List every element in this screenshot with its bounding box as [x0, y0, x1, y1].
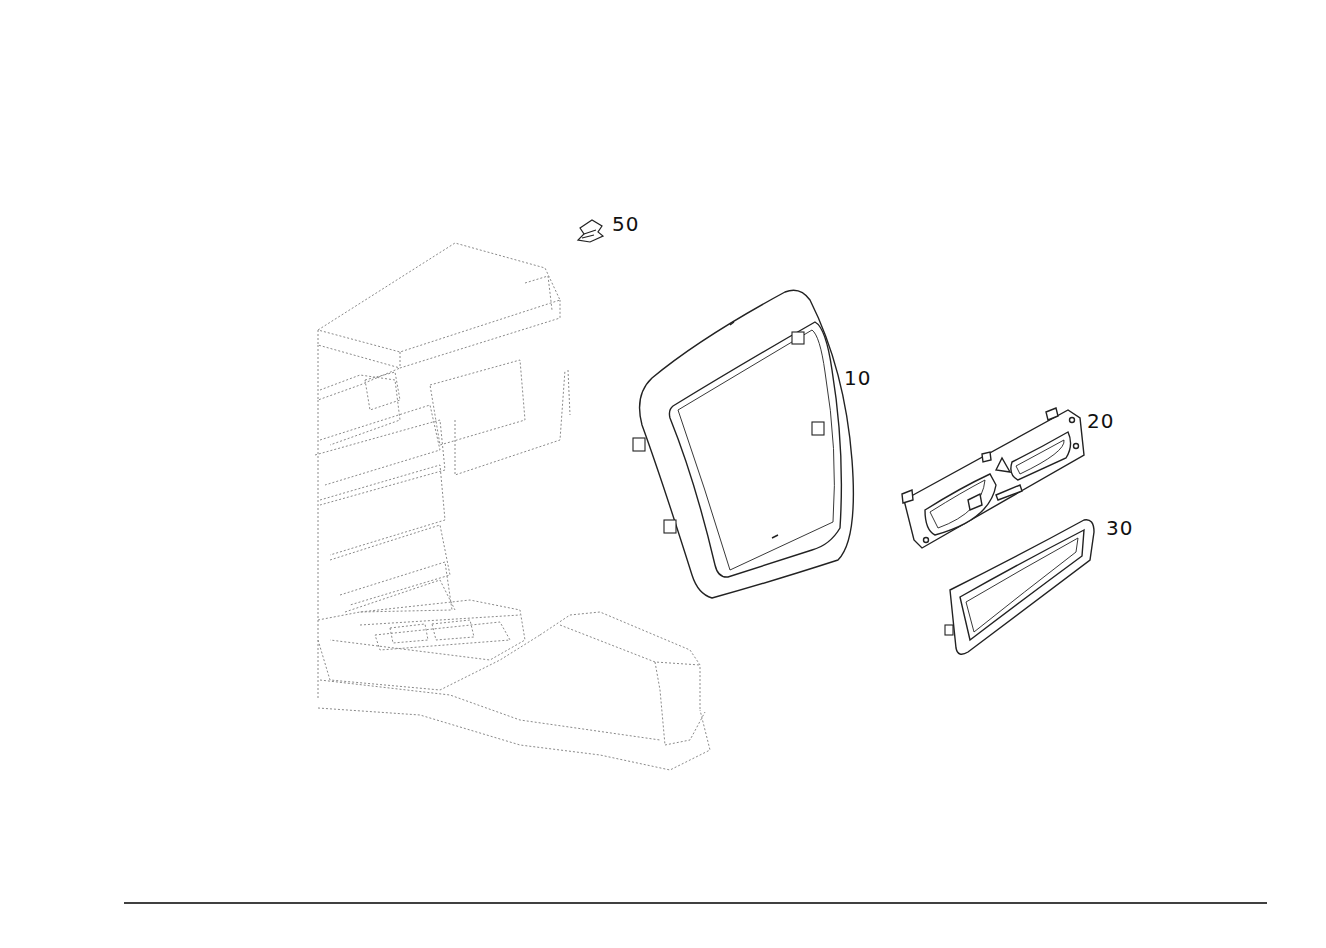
page-rule	[124, 902, 1267, 904]
console-ghost	[315, 243, 710, 770]
callout-number: 20	[1087, 411, 1114, 431]
callout-number: 30	[1106, 518, 1133, 538]
callout-number: 50	[612, 214, 639, 234]
callout-number: 10	[844, 368, 871, 388]
frame-10	[633, 290, 853, 598]
clip-50	[578, 220, 603, 242]
bezel-30	[945, 520, 1094, 655]
plate-20	[902, 408, 1084, 548]
